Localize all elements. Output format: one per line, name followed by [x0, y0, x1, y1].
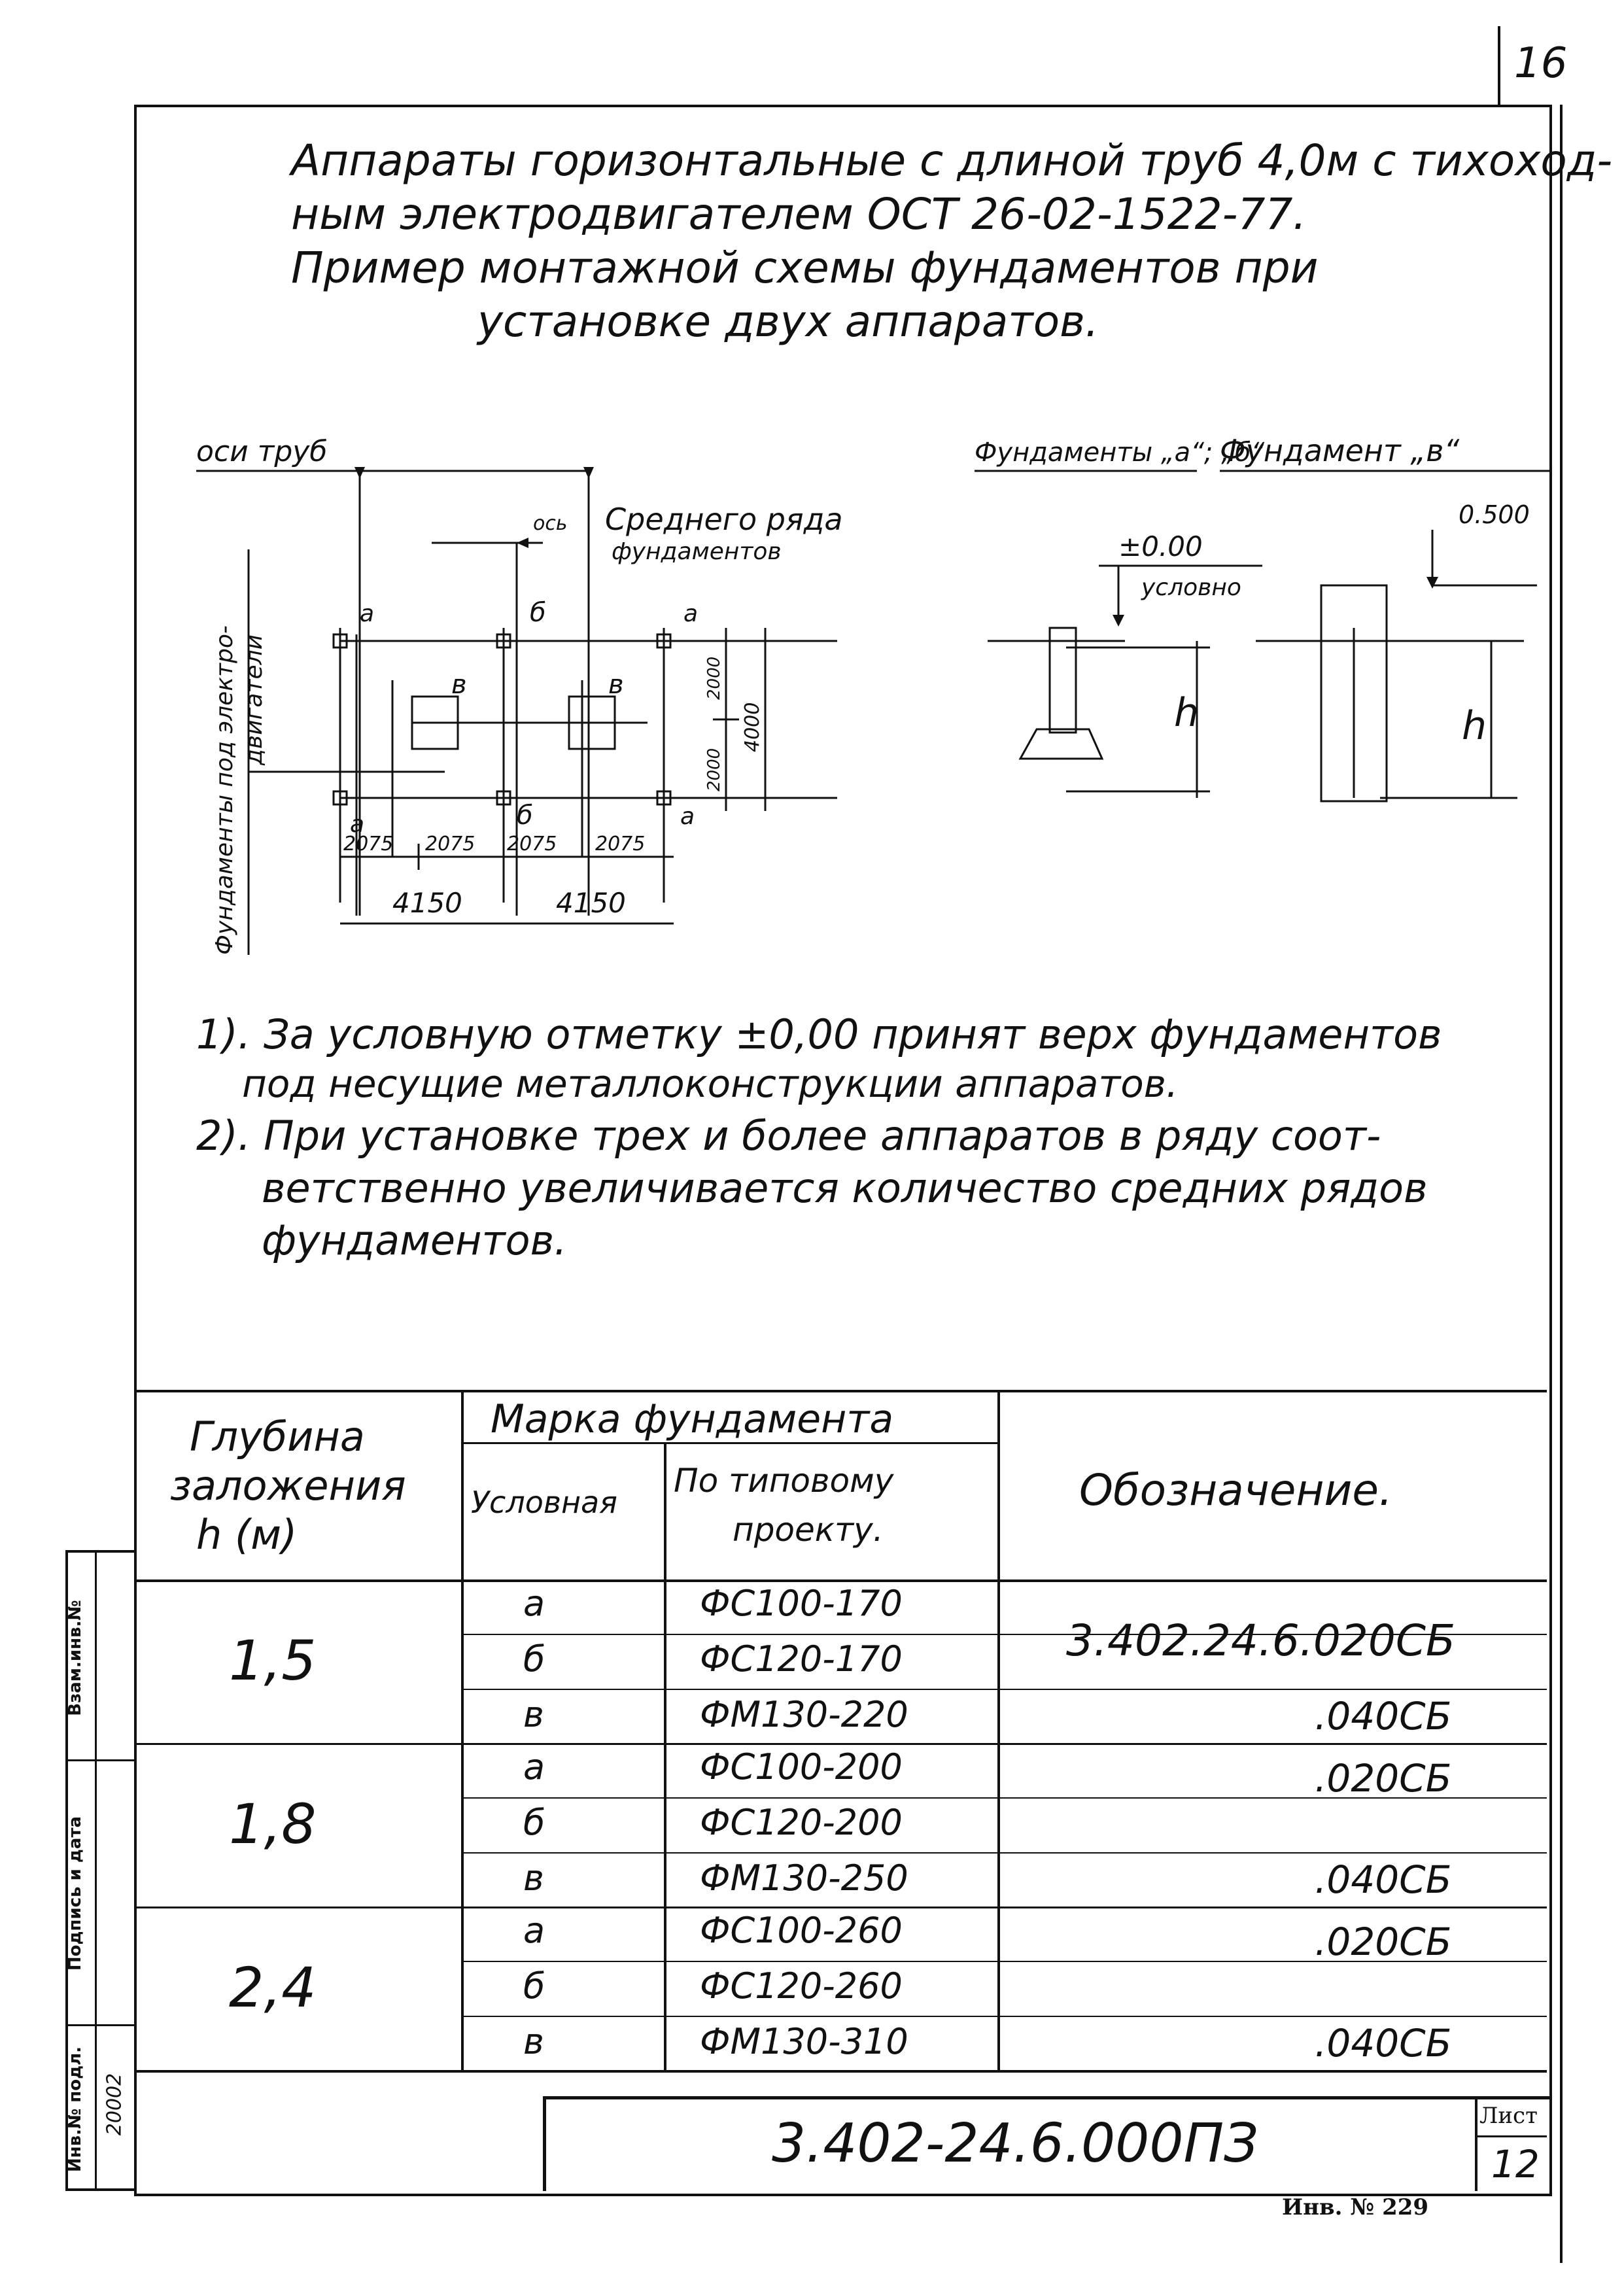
mark-a-bottom-right: а	[680, 803, 695, 830]
sheet-corner-number: 16	[1514, 39, 1568, 88]
cond-1v: в	[523, 1694, 544, 1735]
plan-mid-axis: ось	[533, 512, 568, 535]
th-mark: Марка фундамента	[491, 1396, 894, 1442]
note-2-line-1: 2). При установке трех и более аппаратов…	[196, 1112, 1381, 1160]
typ-1b: ФС120-170	[700, 1638, 903, 1680]
depth-3: 2,4	[229, 1956, 317, 2020]
note-2-line-3: фундаментов.	[262, 1217, 567, 1264]
cond-2b: б	[523, 1802, 545, 1843]
title-line-1: Аппараты горизонтальные с длиной труб 4,…	[291, 135, 1613, 186]
dim-2075-4: 2075	[595, 833, 645, 855]
mark-a-bottom-left: а	[350, 811, 364, 838]
th-desig: Обозначение.	[1079, 1465, 1392, 1515]
right-edge-line	[1560, 105, 1563, 2263]
depth-h-right: h	[1462, 703, 1487, 749]
cond-3a: а	[523, 1910, 545, 1951]
dim-2075-3: 2075	[507, 833, 557, 855]
note-2-line-2: ветственно увеличивается количество сред…	[262, 1164, 1428, 1212]
desig-2-v: .040СБ	[1315, 1857, 1452, 1902]
desig-1-v: .040СБ	[1315, 1694, 1452, 1738]
desig-3-v: .040СБ	[1315, 2021, 1452, 2065]
typ-2b: ФС120-200	[700, 1802, 903, 1843]
typ-3v: ФМ130-310	[700, 2021, 908, 2062]
level-zero: ±0.00	[1118, 530, 1203, 562]
level-v: 0.500	[1459, 500, 1530, 529]
typ-1v: ФМ130-220	[700, 1694, 908, 1735]
dim-4150-left: 4150	[392, 887, 462, 919]
side-podpis: Подпись и дата	[65, 1816, 85, 1971]
mark-a-top-left: а	[360, 600, 374, 627]
plan-mid-row-1: Среднего ряда	[605, 502, 843, 537]
mark-a-top-right: а	[683, 600, 698, 627]
stamp-box	[543, 2096, 1550, 2191]
title-line-2: ным электродвигателем ОСТ 26-02-1522-77.	[291, 189, 1307, 239]
th-depth-1: Глубина	[190, 1413, 365, 1460]
depth-h-left: h	[1174, 690, 1199, 736]
stamp-sheet-label: Лист	[1479, 2103, 1538, 2129]
depth-2: 1,8	[229, 1792, 317, 1856]
cond-1a: а	[523, 1583, 545, 1624]
mark-b-bottom: б	[517, 801, 533, 831]
side-inv-podl-value: 20002	[103, 2073, 126, 2136]
depth-1: 1,5	[229, 1629, 317, 1693]
dim-4150-right: 4150	[556, 887, 626, 919]
cond-3v: в	[523, 2021, 544, 2062]
note-1-line-2: под несущие металлоконструкции аппаратов…	[242, 1061, 1179, 1106]
desig-2-ab: .020СБ	[1315, 1756, 1452, 1801]
typ-1a: ФС100-170	[700, 1583, 903, 1624]
mark-v-left: в	[451, 670, 467, 700]
th-cond: Условная	[471, 1485, 617, 1520]
desig-1-main: 3.402.24.6.020СБ	[1066, 1615, 1456, 1666]
th-typ-2: проекту.	[733, 1511, 884, 1549]
typ-2v: ФМ130-250	[700, 1857, 908, 1899]
title-line-3: Пример монтажной схемы фундаментов при	[291, 243, 1319, 293]
dim-2075-1: 2075	[343, 833, 393, 855]
typ-2a: ФС100-200	[700, 1746, 903, 1787]
level-zero-note: условно	[1141, 574, 1241, 601]
stamp-inventory: Инв. № 229	[1282, 2194, 1429, 2220]
plan-mid-row-2: фундаментов	[612, 538, 782, 565]
drawing-frame	[134, 105, 1552, 2196]
stamp-code: 3.402-24.6.000ПЗ	[772, 2113, 1258, 2175]
mark-v-right: в	[608, 670, 624, 700]
section-title-ab: Фундаменты „а“; „б“	[975, 438, 1265, 468]
note-1-line-1: 1). За условную отметку ±0,00 принят вер…	[196, 1010, 1442, 1058]
th-depth-2: заложения	[170, 1462, 406, 1510]
cond-1b: б	[523, 1638, 545, 1680]
side-vzam: Взам.инв.№	[65, 1600, 85, 1716]
th-depth-3: h (м)	[196, 1511, 298, 1559]
dim-2075-2: 2075	[425, 833, 475, 855]
plan-motor-label-2: двигатели	[241, 634, 268, 766]
plan-axes-label: оси труб	[196, 435, 327, 468]
table-top-line	[134, 1390, 1547, 1392]
mark-b-top: б	[530, 598, 546, 628]
title-line-4: установке двух аппаратов.	[477, 296, 1099, 347]
typ-3b: ФС120-260	[700, 1965, 903, 2007]
cond-2a: а	[523, 1746, 545, 1787]
sheet-corner-box	[1498, 26, 1566, 105]
foundation-sections: Фундаменты „а“; „б“ Фундамент „в“ ±0.00 …	[975, 433, 1550, 802]
desig-3-ab: .020СБ	[1315, 1920, 1452, 1964]
side-inv-podl: Инв.№ подл.	[65, 2046, 85, 2173]
th-typ-1: По типовому	[674, 1462, 894, 1500]
dim-4000: 4000	[741, 702, 764, 752]
plan-motor-label-1: Фундаменты под электро-	[211, 625, 238, 955]
stamp-sheet-number: 12	[1491, 2142, 1540, 2186]
typ-3a: ФС100-260	[700, 1910, 903, 1951]
section-title-v: Фундамент „в“	[1220, 433, 1459, 468]
foundation-plan: оси труб ось Среднего ряда фундаментов Ф…	[196, 435, 843, 955]
dim-2000-top: 2000	[704, 657, 724, 700]
cond-2v: в	[523, 1857, 544, 1899]
dim-2000-bottom: 2000	[704, 748, 724, 791]
cond-3b: б	[523, 1965, 545, 2007]
